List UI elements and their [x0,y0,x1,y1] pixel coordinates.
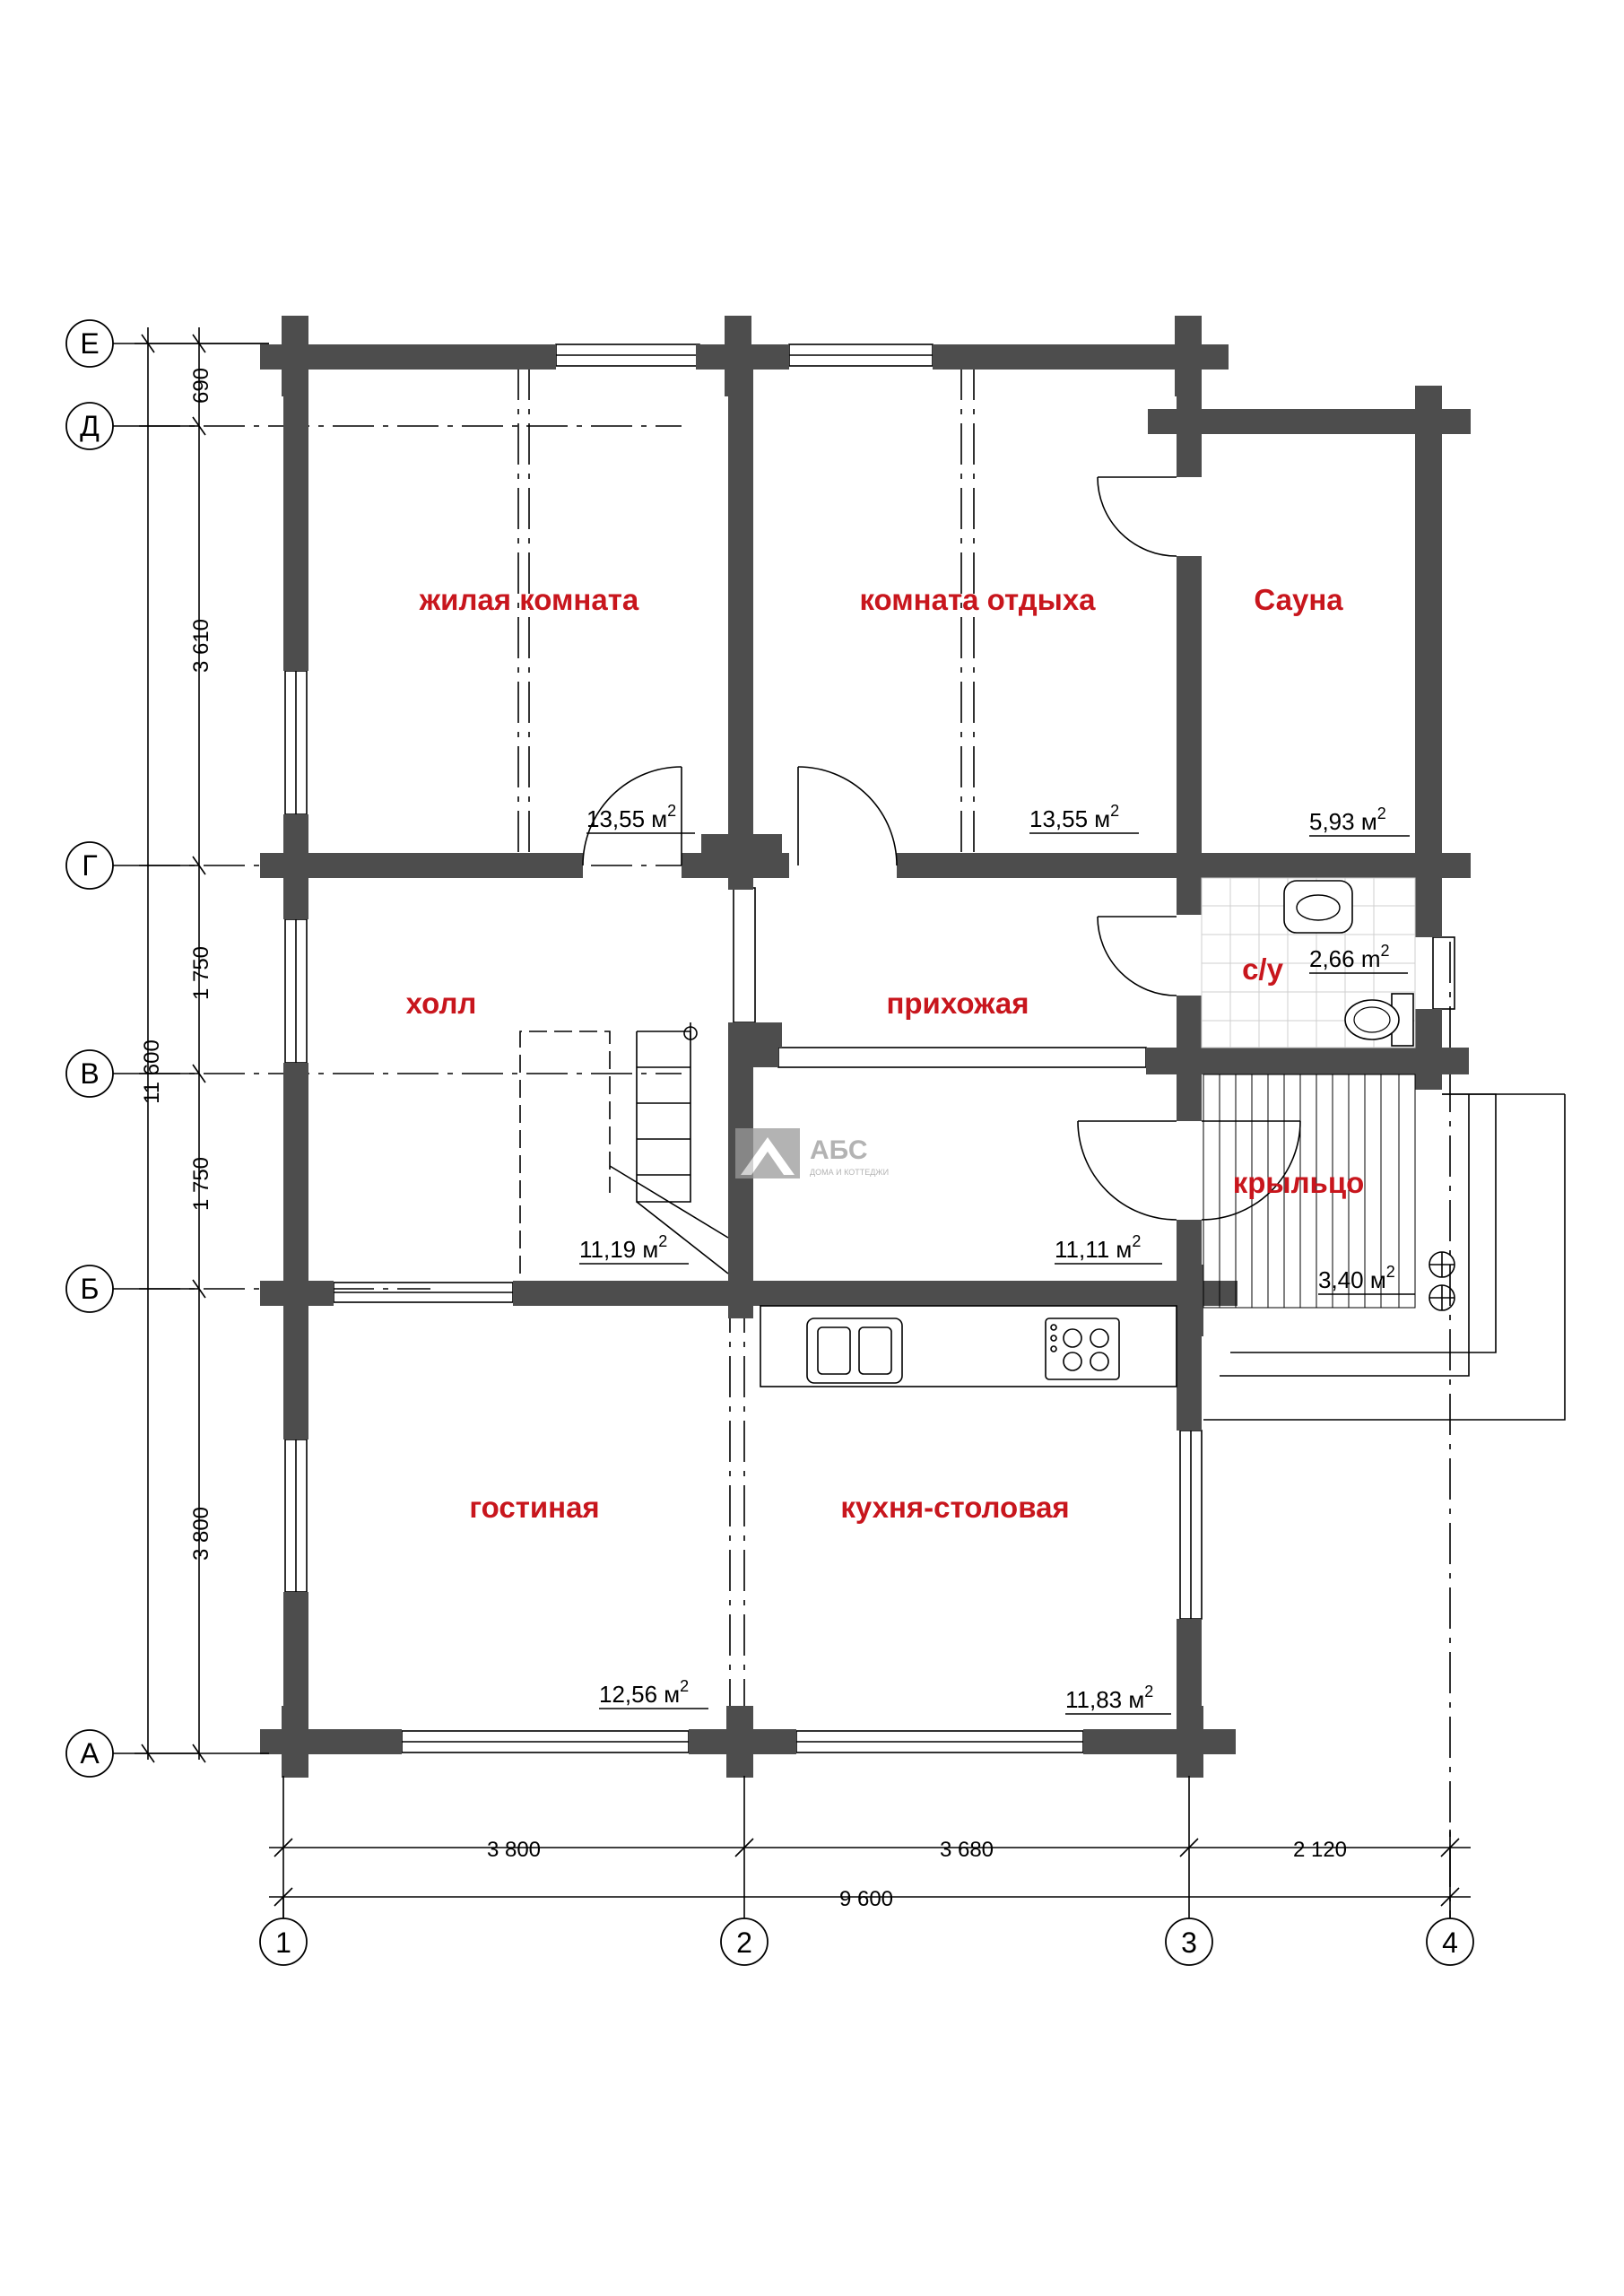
room-name-lounge: гостиная [469,1491,599,1524]
walls [260,316,1471,1778]
area-porch: 3,40 м2 [1318,1263,1415,1295]
porch-hatch [1203,1074,1566,1421]
dim-bottom-3680: 3 680 [940,1838,994,1862]
axis-row-a: А [80,1737,100,1770]
dim-bottom-total: 9 600 [839,1887,893,1911]
room-name-living-room: жилая комната [419,583,639,616]
axis-col-1: 1 [275,1926,291,1959]
dim-left-690: 690 [189,368,213,404]
dim-bottom-3800: 3 800 [487,1838,541,1862]
sink-icon [1283,880,1353,934]
axis-col-2: 2 [736,1926,752,1959]
area-hall: 11,19 м2 [579,1232,689,1265]
area-bathroom: 2,66 m2 [1309,942,1408,974]
dim-bottom-2120: 2 120 [1293,1838,1347,1862]
svg-text:13,55 м2: 13,55 м2 [586,802,676,832]
logo-name: АБС [810,1135,868,1165]
area-kitchen: 11,83 м2 [1065,1683,1171,1715]
logo-tagline: ДОМА И КОТТЕДЖИ [810,1168,889,1177]
area-lounge: 12,56 м2 [599,1677,708,1709]
column-axis-markers: 1 2 3 4 [259,1897,1474,1966]
svg-text:12,56 м2: 12,56 м2 [599,1677,689,1708]
row-axis-markers: Е Д Г В Б А [65,319,269,1778]
dim-left-3800: 3 800 [189,1507,213,1561]
kitchen-counter [760,1305,1177,1387]
bottom-dimensions: 3 800 3 680 2 120 9 600 [269,1776,1471,1942]
area-rest-room: 13,55 м2 [1029,802,1139,834]
svg-text:11,11 м2: 11,11 м2 [1055,1232,1141,1263]
dim-left-total: 11 600 [140,1039,164,1104]
dim-left-1750-b: 1 750 [189,1157,213,1211]
axis-row-e: Е [80,327,99,360]
axis-row-b: Б [81,1273,100,1305]
axis-row-g: Г [82,849,97,882]
area-sauna: 5,93 м2 [1309,804,1410,837]
toilet-icon [1344,993,1414,1047]
dim-left-3610: 3 610 [189,619,213,673]
doors [582,476,1301,1221]
svg-text:11,83 м2: 11,83 м2 [1065,1683,1153,1713]
room-labels: жилая комната комната отдыха Сауна холл … [406,583,1365,1524]
axis-row-d: Д [80,410,100,442]
room-name-porch: крыльцо [1233,1166,1365,1199]
room-name-bathroom: с/у [1242,952,1284,986]
svg-text:11,19 м2: 11,19 м2 [579,1232,667,1263]
area-living-room: 13,55 м2 [586,802,695,834]
svg-text:3,40 м2: 3,40 м2 [1318,1263,1395,1293]
dim-left-1750-a: 1 750 [189,946,213,1000]
svg-text:2,66 m2: 2,66 m2 [1309,942,1390,972]
area-entrance: 11,11 м2 [1055,1232,1162,1265]
room-name-entrance: прихожая [886,987,1029,1020]
area-labels: 13,55 м2 13,55 м2 5,93 м2 2,66 m2 11,19 … [579,802,1415,1715]
axis-row-v: В [80,1057,99,1090]
left-dimensions: 690 3 610 1 750 1 750 3 800 11 600 [135,327,269,1763]
room-name-rest-room: комната отдыха [859,583,1096,616]
stove-icon [1045,1318,1120,1380]
staircase [519,1022,729,1274]
axis-col-4: 4 [1442,1926,1458,1959]
company-logo: АБС ДОМА И КОТТЕДЖИ [735,1128,889,1178]
axis-col-3: 3 [1181,1926,1197,1959]
room-name-sauna: Сауна [1254,583,1343,616]
room-name-kitchen: кухня-столовая [840,1491,1069,1524]
room-name-hall: холл [406,987,477,1020]
svg-text:13,55 м2: 13,55 м2 [1029,802,1119,832]
svg-text:5,93 м2: 5,93 м2 [1309,804,1386,835]
